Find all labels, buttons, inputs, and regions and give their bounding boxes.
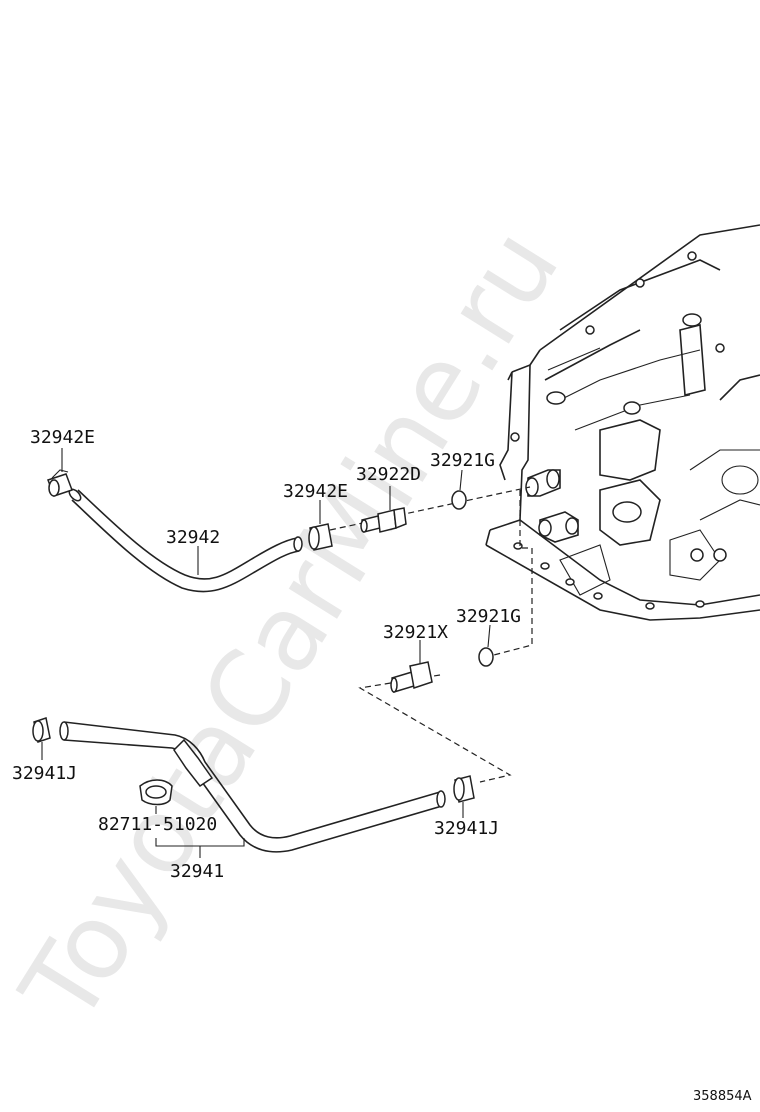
label-32922d: 32922D: [356, 464, 421, 485]
diagram-id: 358854A: [693, 1089, 752, 1104]
union-32922d: [360, 486, 407, 533]
hose-clip-lower-left: [32, 717, 51, 760]
union-32921x: [390, 640, 433, 693]
label-32941: 32941: [170, 861, 224, 882]
label-32921g-upper: 32921G: [430, 450, 495, 471]
hose-clip-top-left: [47, 448, 73, 497]
label-32942: 32942: [166, 527, 220, 548]
lower-hose: [59, 721, 446, 853]
label-32942e-upper-right: 32942E: [283, 481, 348, 502]
upper-hose: [68, 488, 303, 593]
oring-lower: [478, 624, 494, 667]
clamp-82711-51020: [139, 779, 173, 814]
label-32921g-lower: 32921G: [456, 606, 521, 627]
label-32941j-right: 32941J: [434, 818, 499, 839]
label-32941j-left: 32941J: [12, 763, 77, 784]
assembly-bracket: [155, 838, 245, 858]
transmission-case: [485, 224, 760, 621]
oring-upper: [451, 469, 467, 510]
hose-clip-lower-right: [453, 775, 475, 818]
hose-clip-upper-right: [308, 500, 333, 551]
label-32942e-top-left: 32942E: [30, 427, 95, 448]
label-82711-51020: 82711-51020: [98, 814, 217, 835]
label-32921x: 32921X: [383, 622, 448, 643]
